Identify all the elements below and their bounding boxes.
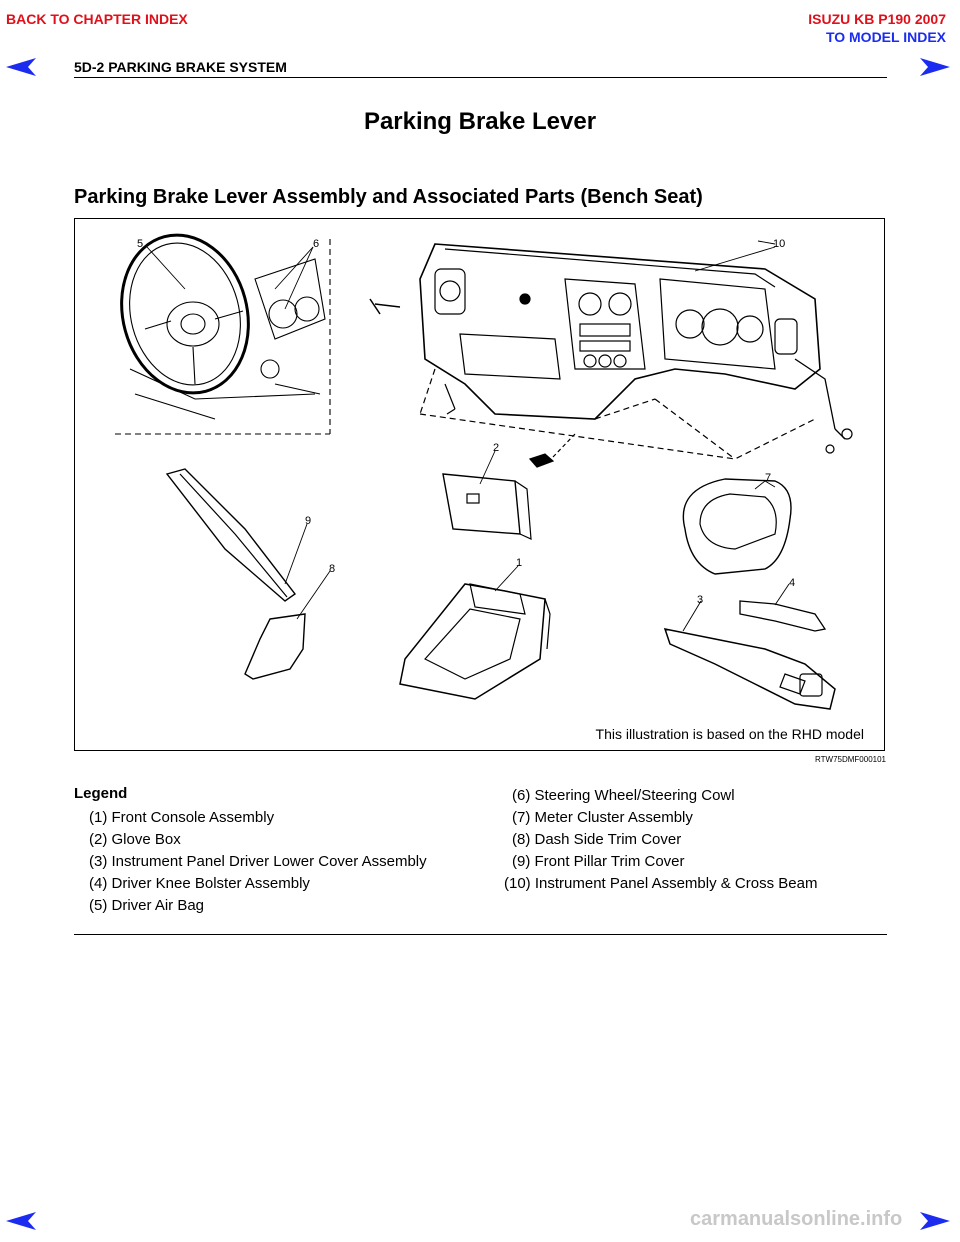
next-page-arrow-bottom-icon[interactable] <box>920 1212 950 1230</box>
legend-item-6: (6) Steering Wheel/Steering Cowl <box>512 787 735 804</box>
section-subtitle: Parking Brake Lever Assembly and Associa… <box>74 186 703 208</box>
figure-code: RTW75DMF000101 <box>815 755 886 764</box>
header-rule <box>74 77 887 78</box>
page-title: Parking Brake Lever <box>363 108 597 135</box>
lower-cover-drawing <box>663 628 836 710</box>
front-console-drawing <box>399 583 551 700</box>
front-pillar-trim-drawing <box>165 468 297 602</box>
callout-4: 4 <box>789 577 795 589</box>
model-index-link[interactable]: ISUZU KB P190 2007 <box>808 11 946 27</box>
legend-item-4: (4) Driver Knee Bolster Assembly <box>89 875 310 892</box>
legend-item-5: (5) Driver Air Bag <box>89 897 205 914</box>
knee-bolster-drawing <box>739 600 827 632</box>
instrument-panel <box>369 243 853 468</box>
legend-item-8: (8) Dash Side Trim Cover <box>512 831 682 848</box>
callout-6: 6 <box>313 238 319 250</box>
previous-page-arrow-bottom-icon[interactable] <box>6 1212 36 1230</box>
legend-item-2: (2) Glove Box <box>89 831 181 848</box>
next-page-arrow-icon[interactable] <box>920 58 950 76</box>
illustration-note: This illustration is based on the RHD mo… <box>595 726 864 742</box>
callout-2: 2 <box>493 442 499 454</box>
glove-box-drawing <box>442 473 532 540</box>
legend-item-9: (9) Front Pillar Trim Cover <box>512 853 685 870</box>
footer-rule <box>74 934 887 935</box>
back-to-chapter-index-link[interactable]: BACK TO CHAPTER INDEX <box>6 11 188 27</box>
legend-item-7: (7) Meter Cluster Assembly <box>512 809 693 826</box>
callout-3: 3 <box>697 594 703 606</box>
legend-item-1: (1) Front Console Assembly <box>89 809 275 826</box>
parts-illustration: 5 6 10 2 7 1 4 3 9 8 This illustration i… <box>74 218 885 751</box>
callout-1: 1 <box>516 557 522 569</box>
legend-title: Legend <box>74 785 128 802</box>
callout-7: 7 <box>765 472 771 484</box>
watermark: carmanualsonline.info <box>690 1208 903 1230</box>
legend-item-3: (3) Instrument Panel Driver Lower Cover … <box>89 853 427 870</box>
callout-9: 9 <box>305 515 311 527</box>
legend-item-10: (10) Instrument Panel Assembly & Cross B… <box>504 875 818 892</box>
steering-wheel-inset <box>115 233 331 435</box>
dashboard-exploded-view-drawing: 5 6 10 2 7 1 4 3 9 8 <box>115 233 853 710</box>
dash-side-trim-drawing <box>244 613 306 680</box>
callout-5: 5 <box>137 238 143 250</box>
section-header: 5D-2 PARKING BRAKE SYSTEM <box>74 59 287 75</box>
meter-cluster-drawing <box>682 478 792 575</box>
callout-10: 10 <box>773 238 785 250</box>
to-model-index-link[interactable]: TO MODEL INDEX <box>825 29 946 45</box>
previous-page-arrow-icon[interactable] <box>6 58 36 76</box>
callout-8: 8 <box>329 563 335 575</box>
